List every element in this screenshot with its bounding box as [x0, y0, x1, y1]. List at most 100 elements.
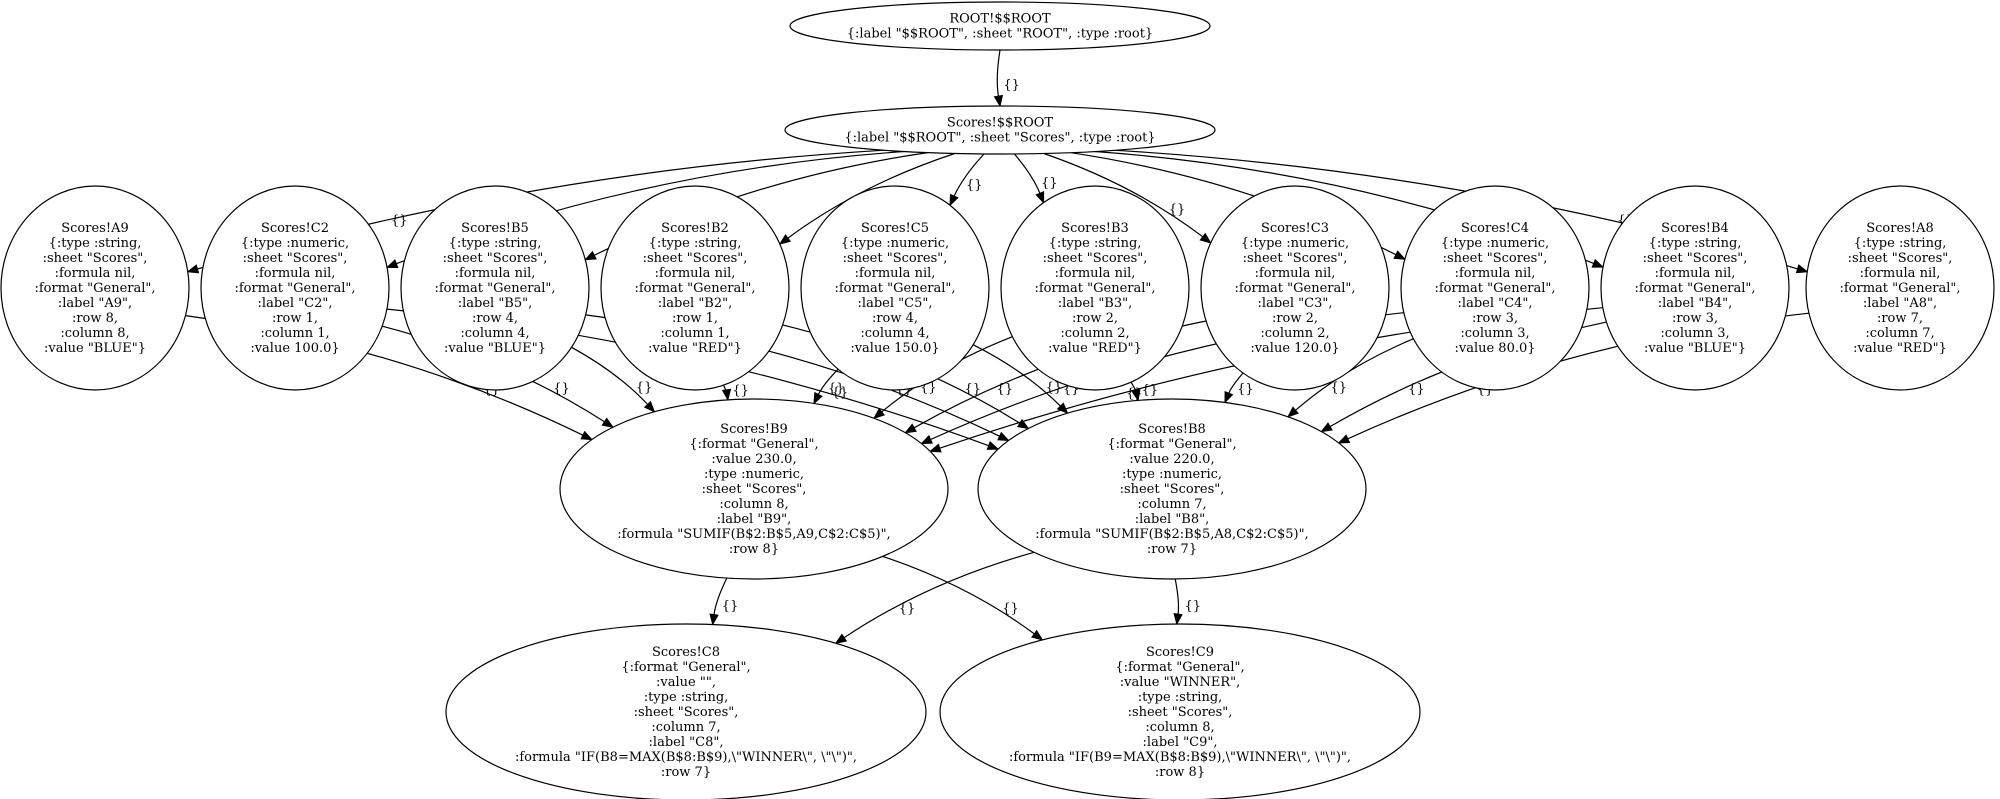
edge-root-sroot: {} — [993, 49, 1020, 108]
node-title: Scores!C8 — [652, 645, 720, 660]
node-attribute-line: :sheet "Scores", — [843, 251, 948, 266]
edge-line — [953, 153, 985, 197]
node-ellipse — [800, 185, 990, 391]
node-ellipse — [977, 398, 1367, 580]
node-attribute-line: :value "RED"} — [1853, 341, 1947, 356]
node-B3[interactable]: Scores!B3{:type :string,:sheet "Scores",… — [1000, 185, 1190, 391]
node-title: ROOT!$$ROOT — [949, 12, 1051, 27]
node-attribute-line: :label "B2", — [658, 296, 733, 311]
node-C2[interactable]: Scores!C2{:type :numeric,:sheet "Scores"… — [200, 185, 390, 391]
node-C3[interactable]: Scores!C3{:type :numeric,:sheet "Scores"… — [1200, 185, 1390, 391]
edge-label: {} — [966, 178, 983, 193]
node-attribute-line: :column 7, — [651, 720, 720, 735]
node-title: Scores!A9 — [61, 221, 128, 236]
node-attribute-line: :label "B8", — [1135, 512, 1210, 527]
node-attribute-line: :label "A9", — [58, 296, 132, 311]
arrowhead-icon — [1199, 232, 1212, 244]
node-attribute-line: :formula "IF(B8=MAX(B$8:B$9),\"WINNER\",… — [515, 750, 857, 765]
node-attribute-line: :row 2, — [1272, 311, 1318, 326]
node-attribute-line: :value "RED"} — [1048, 341, 1142, 356]
node-attribute-line: :format "General", — [834, 281, 955, 296]
node-attribute-line: :column 4, — [860, 326, 929, 341]
node-attribute-line: :value 150.0} — [850, 341, 939, 356]
node-attribute-line: :format "General", — [1234, 281, 1355, 296]
node-B9[interactable]: Scores!B9{:format "General",:value 230.0… — [559, 398, 949, 580]
node-title: Scores!B2 — [661, 221, 729, 236]
node-ellipse — [784, 105, 1216, 155]
node-B2[interactable]: Scores!B2{:type :string,:sheet "Scores",… — [600, 185, 790, 391]
node-title: Scores!C2 — [261, 221, 329, 236]
node-attribute-line: :row 8, — [72, 311, 118, 326]
node-attribute-line: :sheet "Scores", — [643, 251, 748, 266]
node-attribute-line: :row 8} — [729, 542, 779, 557]
node-attribute-line: :value "BLUE"} — [1644, 341, 1746, 356]
node-attribute-line: :formula nil, — [255, 266, 336, 281]
node-ellipse — [400, 185, 590, 391]
edge-label: {} — [732, 383, 749, 398]
node-attribute-line: :label "B4", — [1658, 296, 1733, 311]
node-attribute-line: :sheet "Scores", — [702, 482, 807, 497]
node-attribute-line: :label "C3", — [1258, 296, 1333, 311]
edge-label: {} — [1126, 387, 1143, 402]
node-C8[interactable]: Scores!C8{:format "General",:value "",:t… — [445, 623, 927, 799]
edge-label: {} — [1003, 78, 1020, 93]
node-A9[interactable]: Scores!A9{:type :string,:sheet "Scores",… — [0, 185, 190, 391]
edge-line — [882, 555, 1035, 635]
node-title: Scores!B5 — [461, 221, 529, 236]
node-attribute-line: :sheet "Scores", — [634, 705, 739, 720]
node-attribute-line: :row 7, — [1877, 311, 1923, 326]
node-attribute-line: :column 1, — [660, 326, 729, 341]
node-C4[interactable]: Scores!C4{:type :numeric,:sheet "Scores"… — [1400, 185, 1590, 391]
arrowhead-icon — [580, 430, 594, 441]
node-attribute-line: {:type :string, — [1049, 236, 1142, 251]
node-attribute-line: :row 8} — [1155, 765, 1205, 780]
edge-line — [571, 346, 649, 405]
edge-label: {} — [1331, 381, 1348, 396]
node-attribute-line: {:format "General", — [1115, 660, 1244, 675]
node-attribute-line: :sheet "Scores", — [1643, 251, 1748, 266]
node-attribute-line: :format "General", — [434, 281, 555, 296]
node-attribute-line: :value "BLUE"} — [44, 341, 146, 356]
edge-C3-B8: {} — [1224, 372, 1254, 404]
edge-line — [1228, 372, 1244, 394]
node-attribute-line: :value "BLUE"} — [444, 341, 546, 356]
node-attribute-line: :format "General", — [634, 281, 755, 296]
node-ellipse — [445, 623, 927, 799]
node-attribute-line: :sheet "Scores", — [1128, 705, 1233, 720]
node-ellipse — [1000, 185, 1190, 391]
node-root[interactable]: ROOT!$$ROOT{:label "$$ROOT", :sheet "ROO… — [789, 1, 1211, 51]
node-ellipse — [559, 398, 949, 580]
edge-line — [787, 152, 955, 239]
node-attribute-line: :row 4, — [472, 311, 518, 326]
node-title: Scores!C9 — [1146, 645, 1214, 660]
node-attribute-line: :label "C8", — [649, 735, 724, 750]
node-C9[interactable]: Scores!C9{:format "General",:value "WINN… — [939, 623, 1421, 799]
node-sroot[interactable]: Scores!$$ROOT{:label "$$ROOT", :sheet "S… — [784, 105, 1216, 155]
edge-sroot-C5: {} — [949, 153, 985, 207]
node-B8[interactable]: Scores!B8{:format "General",:value 220.0… — [977, 398, 1367, 580]
node-attribute-line: {:format "General", — [1107, 437, 1236, 452]
node-attribute-line: :label "B9", — [717, 512, 792, 527]
node-attribute-line: :label "B3", — [1058, 296, 1133, 311]
arrowhead-icon — [1795, 264, 1809, 274]
arrowhead-icon — [997, 431, 1010, 442]
edge-line — [1043, 152, 1204, 238]
node-attribute-line: :formula nil, — [55, 266, 136, 281]
node-ellipse — [1400, 185, 1590, 391]
node-C5[interactable]: Scores!C5{:type :numeric,:sheet "Scores"… — [800, 185, 990, 391]
node-title: Scores!B4 — [1661, 221, 1729, 236]
node-A8[interactable]: Scores!A8{:type :string,:sheet "Scores",… — [1805, 185, 1995, 391]
node-attribute-line: :formula nil, — [1255, 266, 1336, 281]
node-attribute-line: {:type :string, — [1854, 236, 1947, 251]
node-attribute-line: :row 7} — [661, 765, 711, 780]
node-ellipse — [939, 623, 1421, 799]
node-B5[interactable]: Scores!B5{:type :string,:sheet "Scores",… — [400, 185, 590, 391]
node-B4[interactable]: Scores!B4{:type :string,:sheet "Scores",… — [1600, 185, 1790, 391]
arrowhead-icon — [986, 441, 1000, 450]
node-attribute-line: :format "General", — [34, 281, 155, 296]
arrowhead-icon — [709, 613, 719, 626]
node-attribute-line: {:label "$$ROOT", :sheet "Scores", :type… — [844, 131, 1155, 146]
node-attribute-line: :row 1, — [672, 311, 718, 326]
node-ellipse — [600, 185, 790, 391]
